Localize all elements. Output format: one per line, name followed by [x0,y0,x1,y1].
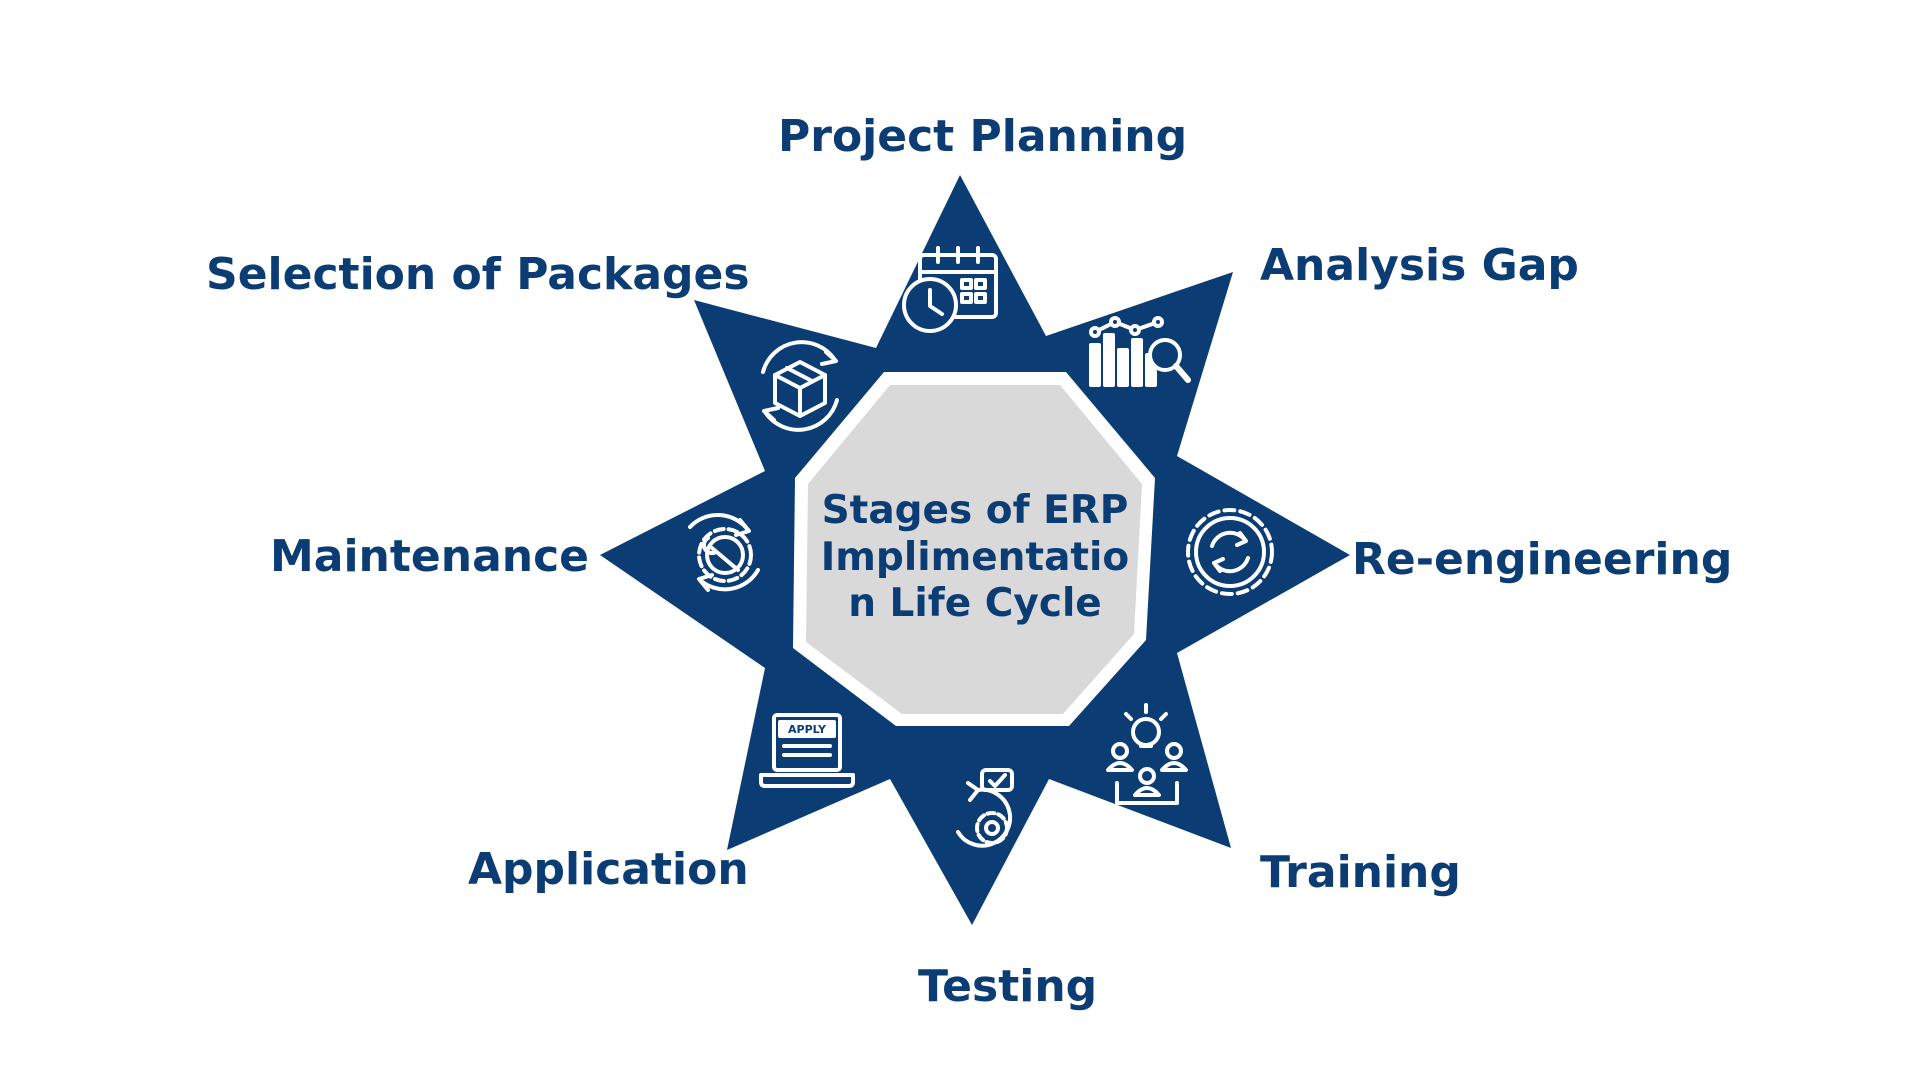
team-idea-icon [1106,703,1188,805]
calendar-clock-icon [902,246,998,333]
stage-label-application: Application [468,844,749,895]
stage-label-re-engineering: Re-engineering [1352,534,1733,585]
chart-magnifier-icon [1089,316,1191,387]
package-cycle-icon [761,340,839,432]
gear-cycle-icon [1186,508,1274,596]
stage-label-training: Training [1260,847,1461,898]
stage-label-maintenance: Maintenance [270,531,590,582]
stage-label-project-planning: Project Planning [778,111,1188,162]
gear-check-icon [956,768,1014,848]
wrench-gear-icon [688,512,760,592]
apply-text: APPLY [788,723,827,736]
stage-label-selection-of-packages: Selection of Packages [206,249,750,300]
center-title: Stages of ERP Implimentation Life Cycle [820,487,1130,627]
center-octagon [806,385,1142,714]
laptop-apply-icon [759,713,855,788]
stage-label-analysis-gap: Analysis Gap [1260,240,1579,291]
stage-label-testing: Testing [918,961,1098,1012]
